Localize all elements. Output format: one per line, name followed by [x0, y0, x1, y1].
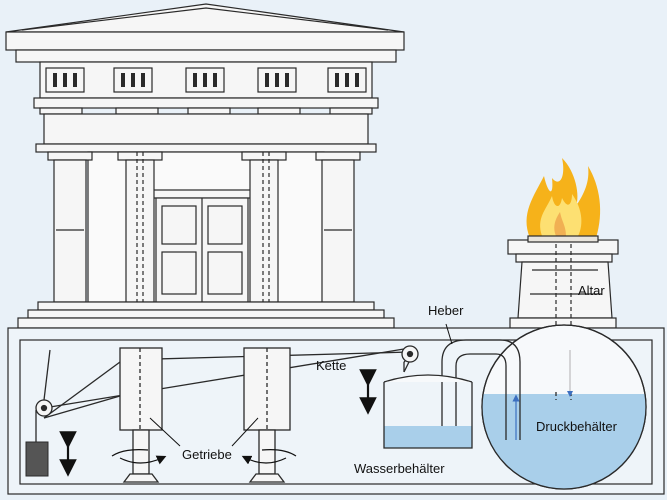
label-wasserbehaelter: Wasserbehälter: [354, 461, 445, 476]
altar-flame: [526, 158, 601, 238]
counterweight: [25, 441, 49, 477]
chains: [35, 347, 413, 442]
temple-steps: [37, 301, 375, 311]
pulley-left: [35, 399, 53, 417]
drum-left: [119, 347, 163, 431]
pressure-vessel: [481, 324, 647, 490]
pulley-right: [401, 345, 419, 363]
water-container: [383, 353, 473, 449]
temple: [5, 3, 405, 348]
label-getriebe: Getriebe: [182, 447, 232, 462]
triglyphs: [45, 67, 367, 93]
temple-cornice: [5, 31, 405, 51]
label-altar: Altar: [578, 283, 605, 298]
temple-doors: [151, 189, 253, 303]
movement-arrows: [59, 369, 377, 477]
getriebe-pointers: [149, 417, 259, 447]
rotation-arrows: [111, 449, 297, 465]
basement-inner-wall: [19, 339, 653, 485]
temple-columns: [47, 151, 361, 303]
siphon-pipe: [441, 339, 521, 440]
label-kette: Kette: [316, 358, 346, 373]
label-heber: Heber: [428, 303, 464, 318]
drum-right: [243, 347, 291, 431]
pulleys: [35, 345, 419, 417]
temple-architrave: [43, 113, 369, 145]
label-druckbehaelter: Druckbehälter: [536, 419, 618, 434]
heber-pointer: [445, 323, 453, 345]
